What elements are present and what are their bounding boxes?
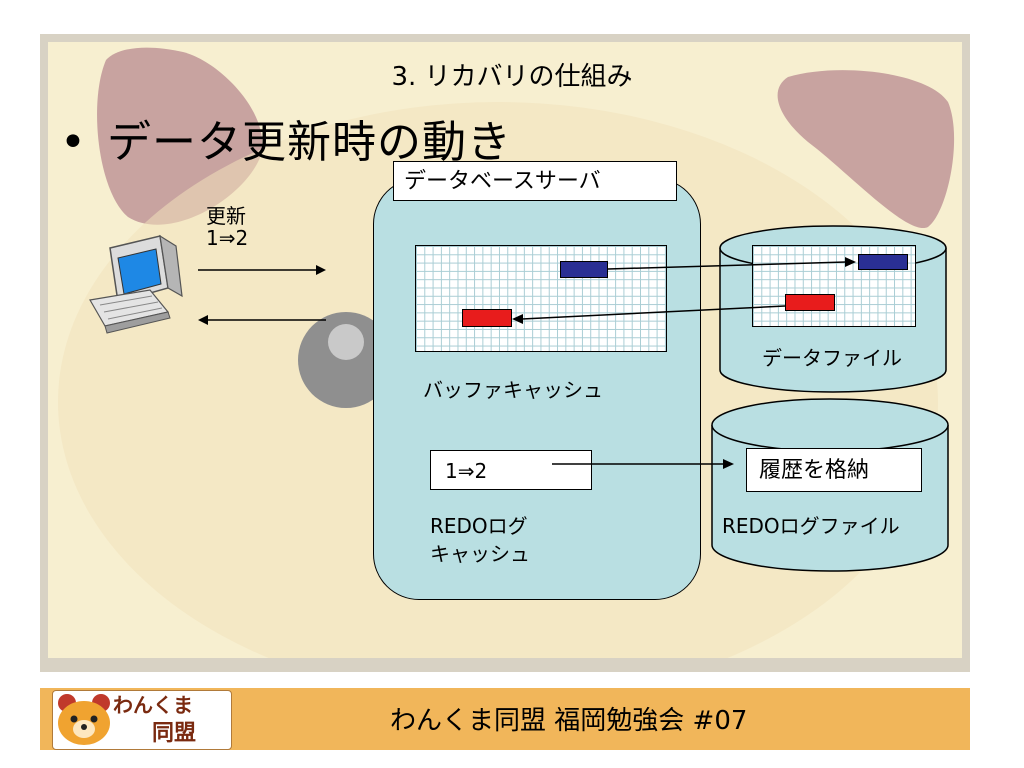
- redo-cache-box: 1⇒2: [430, 450, 592, 490]
- update-value-label: 1⇒2: [206, 226, 249, 250]
- footer-text: わんくま同盟 福岡勉強会 #07: [390, 706, 748, 736]
- update-arrow: [198, 265, 326, 275]
- response-arrow: [198, 315, 326, 325]
- buffer-cache-label: バッファキャッシュ: [423, 378, 603, 402]
- logo-text-bottom: 同盟: [152, 721, 197, 746]
- buffer-block-red: [462, 309, 512, 327]
- footer-logo: [52, 690, 232, 750]
- update-label: 更新: [206, 204, 246, 228]
- data-file-block-red: [785, 294, 835, 311]
- computer-icon: [89, 234, 183, 334]
- bullet-marker: •: [60, 117, 87, 168]
- data-file-label: データファイル: [762, 346, 902, 370]
- bear-logo-icon: [58, 694, 110, 745]
- redo-log-file-label: REDOログファイル: [722, 514, 900, 538]
- redo-cache-label-line1: REDOログ: [430, 514, 528, 538]
- store-history-box: 履歴を格納: [746, 448, 922, 492]
- bear-ear-right: [777, 70, 955, 229]
- redo-cache-label-line2: キャッシュ: [430, 542, 530, 566]
- bullet-heading: • データ更新時の動き: [60, 106, 512, 170]
- data-file-block-blue: [858, 254, 908, 270]
- read-arrow-red: [512, 305, 786, 324]
- slide-title: 3. リカバリの仕組み: [391, 62, 633, 92]
- logo-text-top: わんくま: [113, 693, 193, 717]
- database-server-label: データベースサーバ: [393, 161, 677, 201]
- buffer-block-blue: [560, 261, 608, 278]
- redo-write-arrow: [552, 459, 734, 469]
- buffer-cache-grid: [415, 245, 667, 352]
- write-arrow-blue: [607, 257, 856, 270]
- bullet-text: データ更新時の動き: [106, 117, 512, 168]
